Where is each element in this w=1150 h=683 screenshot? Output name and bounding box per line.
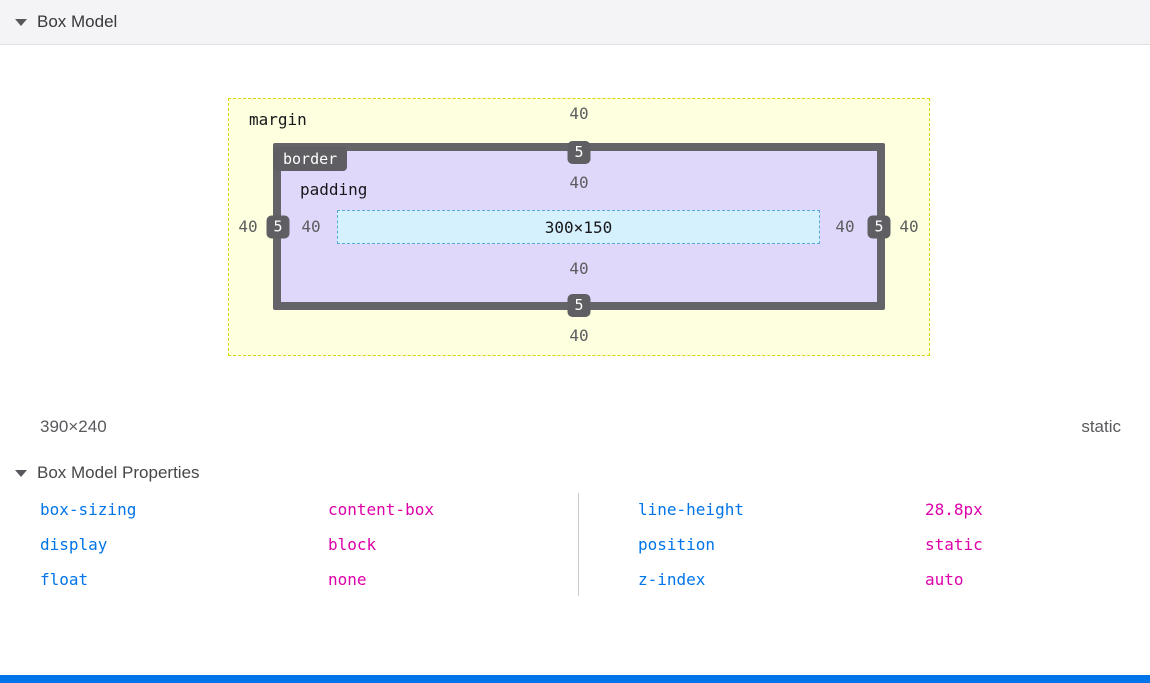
padding-left-value[interactable]: 40 (301, 217, 321, 236)
margin-top-value[interactable]: 40 (569, 104, 589, 123)
element-position: static (1081, 417, 1121, 436)
border-left-value[interactable]: 5 (266, 215, 290, 239)
property-value: auto (925, 570, 964, 589)
border-label: border (273, 147, 348, 171)
box-model-diagram: 300×150 margin border padding 40 40 40 4… (228, 98, 930, 356)
property-name: display (40, 535, 108, 554)
border-top-value[interactable]: 5 (567, 141, 591, 164)
border-bottom-value[interactable]: 5 (567, 294, 591, 317)
property-name: float (40, 570, 89, 589)
box-model-properties-header[interactable]: Box Model Properties (0, 460, 200, 486)
collapse-arrow-icon[interactable] (15, 469, 27, 477)
content-region[interactable]: 300×150 (337, 210, 820, 244)
bottom-accent-bar (0, 675, 1150, 683)
properties-section-title: Box Model Properties (37, 463, 200, 482)
box-model-section-header[interactable]: Box Model (0, 0, 1150, 45)
padding-right-value[interactable]: 40 (835, 217, 855, 236)
collapse-arrow-icon[interactable] (15, 18, 27, 26)
property-value: block (328, 535, 377, 554)
property-name: box-sizing (40, 500, 137, 519)
property-value: content-box (328, 500, 434, 519)
margin-right-value[interactable]: 40 (899, 217, 919, 236)
property-value: 28.8px (925, 500, 983, 519)
property-value: none (328, 570, 367, 589)
padding-top-value[interactable]: 40 (569, 173, 589, 192)
border-right-value[interactable]: 5 (867, 215, 891, 239)
margin-label: margin (249, 110, 307, 129)
property-name: line-height (638, 500, 744, 519)
padding-label: padding (300, 180, 368, 199)
property-name: position (638, 535, 716, 554)
property-value: static (925, 535, 983, 554)
margin-bottom-value[interactable]: 40 (569, 326, 589, 345)
section-title: Box Model (37, 12, 118, 31)
properties-column-divider (578, 493, 579, 596)
padding-bottom-value[interactable]: 40 (569, 259, 589, 278)
property-name: z-index (638, 570, 706, 589)
element-dimensions: 390×240 (40, 417, 107, 436)
margin-left-value[interactable]: 40 (238, 217, 258, 236)
content-size-value[interactable]: 300×150 (544, 217, 613, 237)
